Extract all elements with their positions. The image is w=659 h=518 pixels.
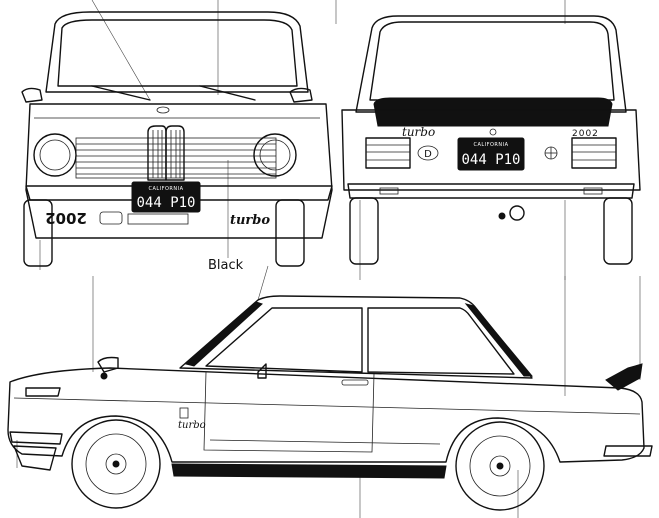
front-plate-number: 044 P10 [136,195,195,211]
rear-tire-right [603,197,633,265]
front-bumper [25,185,333,201]
front-view: CALIFORNIA 044 P10 2002 turbo [21,0,333,270]
front-apron-light [99,211,123,225]
headlight-left [33,133,77,177]
side-lower-trim [209,439,441,445]
mirror-right [289,87,313,103]
headlight-right [253,133,297,177]
side-beltline [13,397,641,415]
wiper-right [199,85,256,101]
side-vent-post [257,363,267,379]
side-front-spoiler [13,445,57,471]
rear-deck-model: 2002 [572,129,599,139]
side-rear-bumper [603,445,653,457]
tow-hook [498,212,506,220]
rear-view: turbo 2002 D CALIFORNIA 044 P10 [335,0,641,280]
side-fender-script: turbo [178,420,206,431]
rear-black-panel [373,97,613,127]
hood-emblem [156,106,170,114]
exhaust-tip [509,205,525,221]
mirror-left [21,87,43,103]
kidney-grille-left [147,125,167,181]
side-headlight [25,387,61,397]
side-rear-spoiler [605,363,643,391]
front-plate-state: CALIFORNIA [148,186,183,192]
leader-line-front-1 [91,0,151,101]
taillight-left [365,137,411,169]
side-rear-wheel [455,421,545,511]
rear-plate-state: CALIFORNIA [473,142,508,148]
front-tire-left [23,199,53,267]
side-front-window [205,307,363,373]
front-tire-right [275,199,305,267]
rear-deck-script: turbo [402,125,435,139]
rear-plate-number: 044 P10 [461,152,520,168]
side-door [203,371,375,453]
bumper-guard-right [583,187,603,195]
rear-tire-left [349,197,379,265]
trunk-lock [489,128,497,136]
bumper-guard-left [379,187,399,195]
front-body [25,103,333,239]
side-view: turbo [7,265,653,518]
rear-license-plate [457,137,525,171]
side-rear-window [367,307,515,375]
side-hood-ornament [100,372,108,380]
side-rocker-panel [171,463,447,479]
wiper-left [91,85,151,101]
rear-body [341,109,641,191]
color-callout-label: Black [208,258,244,273]
front-license-plate [131,181,201,213]
rear-window [369,21,615,101]
rear-bumper [347,183,635,199]
rear-cabin-outline [355,15,627,113]
side-black-c-pillar [464,303,534,377]
front-windshield [57,19,298,87]
leader-line-black-roof [257,265,269,301]
side-door-handle [341,379,369,386]
side-body [7,367,645,463]
country-badge: D [424,149,432,160]
side-mirror [97,356,119,373]
front-apron-script: turbo [230,213,270,228]
side-front-wheel [71,419,161,509]
front-apron-badge: 2002 [45,209,87,227]
side-front-bumper [9,431,63,445]
kidney-grille-right [165,125,185,181]
side-black-a-pillar [184,301,263,367]
taillight-right [571,137,617,169]
front-cabin-outline [45,11,309,93]
country-oval [417,145,439,161]
front-apron-vent [127,213,189,225]
side-fender-badge [179,407,189,419]
